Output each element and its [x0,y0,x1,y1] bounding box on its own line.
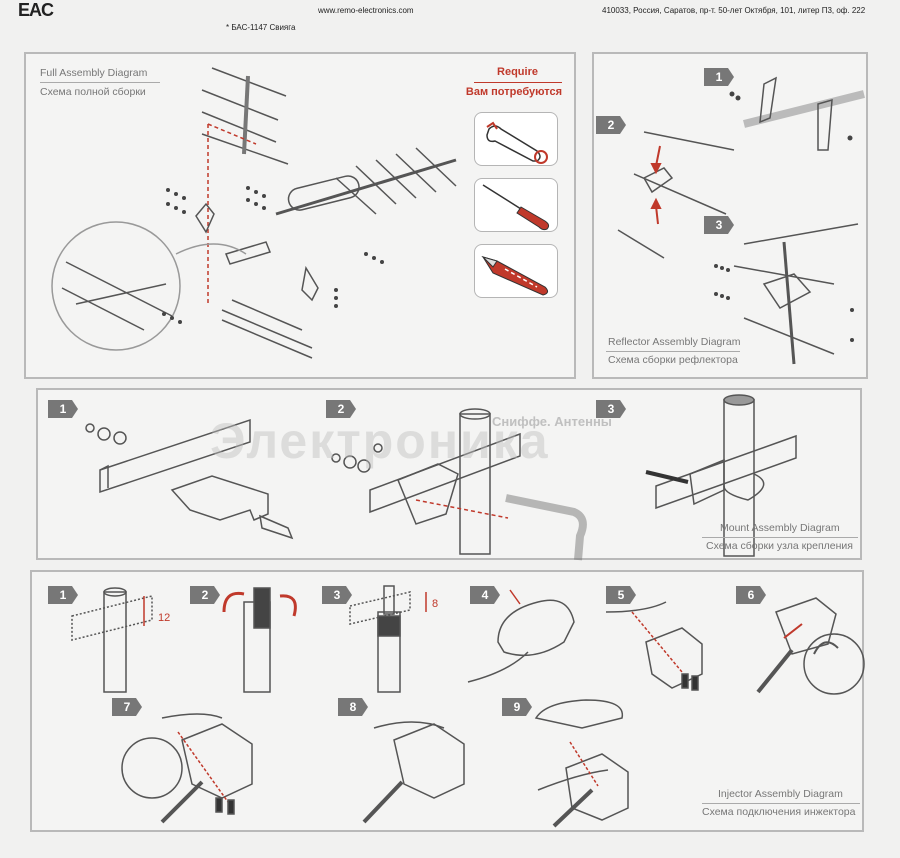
wrench-tool-card [474,112,558,166]
injector-step-1: 1 [48,586,78,604]
injector-illustration [71,585,865,828]
website-text: www.remo-electronics.com [318,6,414,15]
injector-step-7: 7 [112,698,142,716]
injector-step-2: 2 [190,586,220,604]
injector-step-3: 3 [322,586,352,604]
full-assembly-panel: Full Assembly Diagram Схема полной сборк… [24,52,576,379]
mount-title-en: Mount Assembly Diagram [720,522,840,534]
injector-assembly-panel: 1 2 3 4 5 6 7 8 9 12 8 [30,570,865,832]
reflector-step-3: 3 [704,216,734,234]
mount-step-2: 2 [326,400,356,418]
injector-step-4: 4 [470,586,500,604]
require-label-ru: Вам потребуются [465,86,562,98]
watermark-text: Электроника [210,413,550,469]
eac-logo: EAC [18,0,54,20]
certification-note: * БАС-1147 Свияга [226,23,296,32]
reflector-step-1: 1 [704,68,734,86]
wrench-icon [486,121,548,164]
require-label-en: Require [497,66,538,78]
reflector-illustration [617,76,865,365]
mount-illustration [85,394,797,561]
caption-divider [702,537,858,538]
screwdriver-icon [482,184,550,231]
reflector-assembly-panel: 1 2 3 Reflector Assembly Diagr [592,52,868,379]
mount-step-1: 1 [48,400,78,418]
address-text: 410033, Россия, Саратов, пр-т. 50-лет Ок… [602,6,866,15]
injector-step-5: 5 [606,586,636,604]
mount-title-ru: Схема сборки узла крепления [706,540,853,552]
injector-title-ru: Схема подключения инжектора [702,806,856,818]
reflector-step-2: 2 [596,116,626,134]
injector-step-9: 9 [502,698,532,716]
injector-title-en: Injector Assembly Diagram [718,788,843,800]
mount-assembly-panel: 1 2 3 Mount Assembly Diagram [36,388,862,561]
dimension-label-12: 12 [158,612,171,624]
caption-divider [702,803,860,804]
injector-step-8: 8 [338,698,368,716]
caption-divider [606,351,740,352]
full-assembly-title-en: Full Assembly Diagram [40,67,148,79]
require-divider [474,82,562,83]
utility-knife-icon [481,255,549,296]
reflector-title-en: Reflector Assembly Diagram [608,336,741,348]
watermark-subtext: Сниффе. Антенны [492,414,612,429]
utility-knife-tool-card [474,244,558,298]
full-assembly-illustration [51,67,457,359]
caption-divider [40,82,160,83]
dimension-label-8: 8 [432,598,439,610]
screwdriver-tool-card [474,178,558,232]
reflector-title-ru: Схема сборки рефлектора [608,354,738,366]
full-assembly-title-ru: Схема полной сборки [40,86,146,98]
injector-step-6: 6 [736,586,766,604]
mount-step-3: 3 [596,400,626,418]
